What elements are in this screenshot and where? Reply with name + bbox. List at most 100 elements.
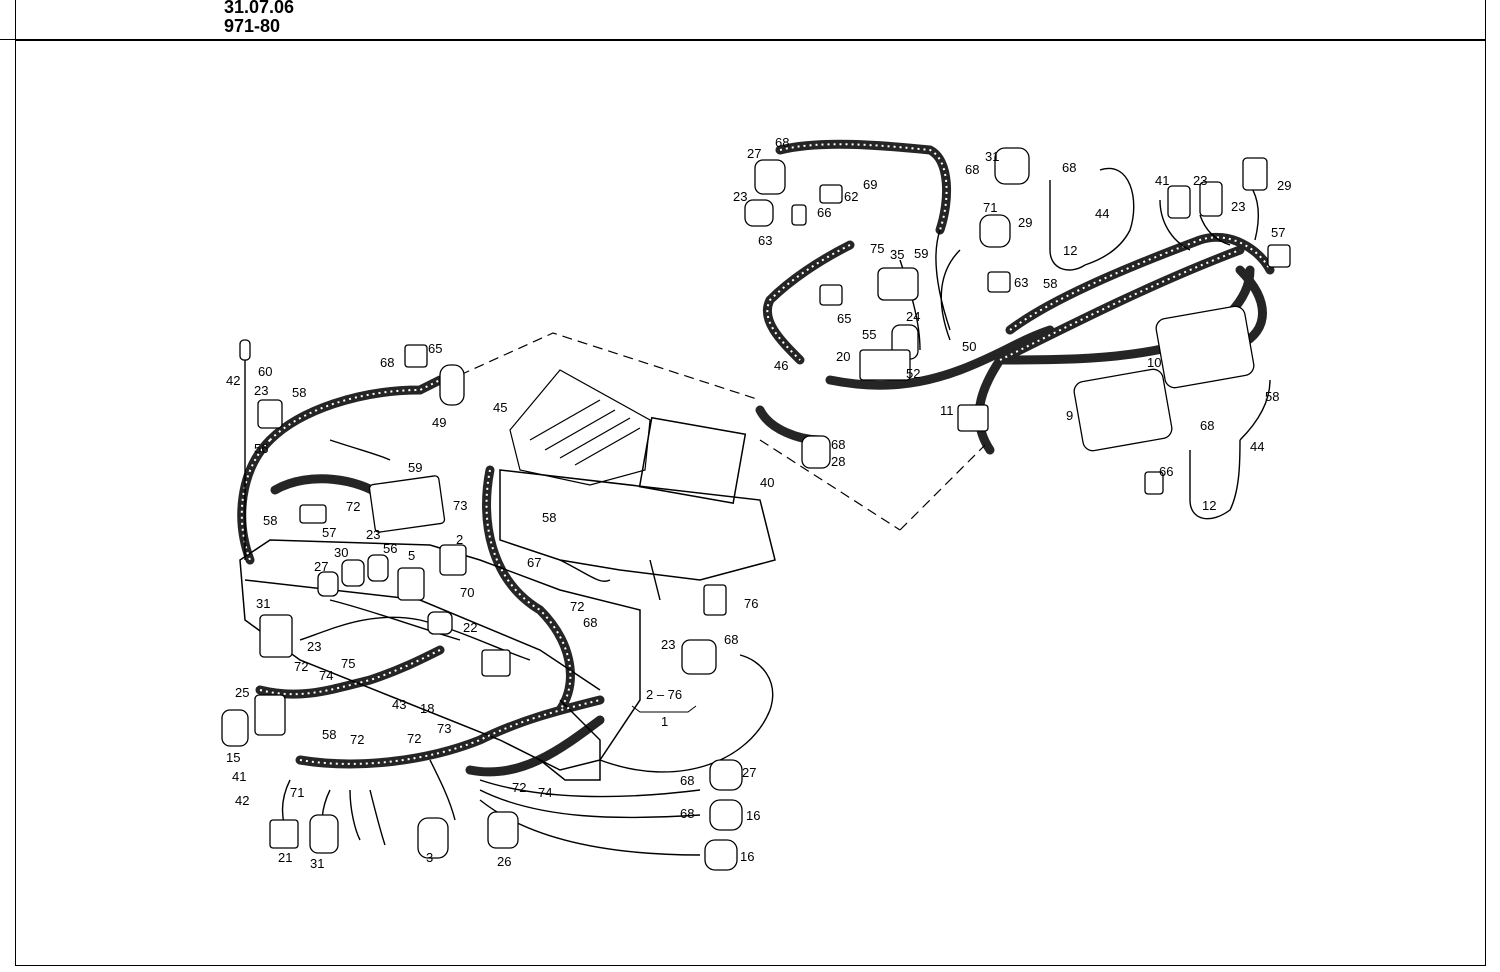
callout: 15 <box>226 750 240 765</box>
callout: 68 <box>724 632 738 647</box>
callout: 31 <box>310 856 324 871</box>
callout: 58 <box>1265 389 1279 404</box>
callout: 10 <box>1147 355 1161 370</box>
header-code: 971-80 <box>224 16 281 36</box>
callout: 68 <box>831 437 845 452</box>
callout: 71 <box>290 785 304 800</box>
callout: 42 <box>226 373 240 388</box>
callout: 71 <box>983 200 997 215</box>
callout: 68 <box>1062 160 1076 175</box>
callout: 46 <box>774 358 788 373</box>
callout: 41 <box>1155 173 1169 188</box>
callout: 67 <box>527 555 541 570</box>
callout: 60 <box>258 364 272 379</box>
callout: 28 <box>831 454 845 469</box>
callout: 22 <box>463 620 477 635</box>
callout: 65 <box>428 341 442 356</box>
callout: 75 <box>341 656 355 671</box>
part-range-marker: 2 – 76 1 <box>631 687 697 729</box>
callout: 72 <box>350 732 364 747</box>
callout: 23 <box>661 637 675 652</box>
callout: 44 <box>1095 206 1109 221</box>
callout: 73 <box>437 721 451 736</box>
callout: 20 <box>836 349 850 364</box>
callout: 58 <box>322 727 336 742</box>
callout: 76 <box>744 596 758 611</box>
header-divider <box>0 39 1486 40</box>
callout: 45 <box>493 400 507 415</box>
callout: 62 <box>844 189 858 204</box>
callout: 58 <box>292 385 306 400</box>
callout: 58 <box>263 513 277 528</box>
callout: 44 <box>1250 439 1264 454</box>
callout: 23 <box>1193 173 1207 188</box>
callout: 49 <box>432 415 446 430</box>
callout: 59 <box>408 460 422 475</box>
callout: 55 <box>862 327 876 342</box>
callout: 23 <box>254 383 268 398</box>
frame-right-edge <box>1485 0 1486 40</box>
callout: 3 <box>426 850 433 865</box>
callout: 29 <box>1277 178 1291 193</box>
wires-right <box>899 167 1271 520</box>
callout: 68 <box>965 162 979 177</box>
callout: 68 <box>680 806 694 821</box>
callout: 2 <box>456 532 463 547</box>
callout: 30 <box>334 545 348 560</box>
callout: 29 <box>1018 215 1032 230</box>
callout: 31 <box>256 596 270 611</box>
callout: 31 <box>985 149 999 164</box>
callout: 65 <box>837 311 851 326</box>
callout: 68 <box>775 135 789 150</box>
callout: 68 <box>583 615 597 630</box>
callouts-left: 42 60 23 58 68 65 56 49 45 59 72 58 57 2… <box>226 341 774 871</box>
callout: 57 <box>322 525 336 540</box>
callout: 27 <box>747 146 761 161</box>
callout: 12 <box>1202 498 1216 513</box>
callout: 35 <box>890 247 904 262</box>
callout: 58 <box>1043 276 1057 291</box>
callout: 21 <box>278 850 292 865</box>
callout: 5 <box>408 548 415 563</box>
callout: 23 <box>1231 199 1245 214</box>
callout: 70 <box>460 585 474 600</box>
callout: 9 <box>1066 408 1073 423</box>
callout: 59 <box>914 246 928 261</box>
callout: 27 <box>314 559 328 574</box>
connectors-left <box>221 339 743 871</box>
callout: 23 <box>366 527 380 542</box>
callout: 74 <box>538 785 552 800</box>
callout: 56 <box>383 541 397 556</box>
drawing-frame <box>15 40 1486 966</box>
callout: 43 <box>392 697 406 712</box>
callout: 68 <box>380 355 394 370</box>
callout: 16 <box>746 808 760 823</box>
frame-left-edge <box>15 0 16 40</box>
dashed-outline <box>459 332 986 531</box>
callout: 41 <box>232 769 246 784</box>
range-label: 2 – 76 <box>646 687 682 702</box>
callout: 16 <box>740 849 754 864</box>
callout: 72 <box>294 659 308 674</box>
callout: 68 <box>1200 418 1214 433</box>
callout: 58 <box>542 510 556 525</box>
callout: 72 <box>512 780 526 795</box>
callout: 72 <box>570 599 584 614</box>
relay-cluster <box>509 369 651 486</box>
range-sub: 1 <box>661 714 668 729</box>
callout: 23 <box>733 189 747 204</box>
callout: 11 <box>940 403 954 418</box>
callout: 42 <box>235 793 249 808</box>
callout: 56 <box>254 441 268 456</box>
callout: 57 <box>1271 225 1285 240</box>
callout: 24 <box>906 309 920 324</box>
callout: 26 <box>497 854 511 869</box>
page-header: 31.07.06 971-80 <box>0 0 1500 40</box>
callout: 73 <box>453 498 467 513</box>
callout: 66 <box>817 205 831 220</box>
callout: 74 <box>319 668 333 683</box>
callouts-right: 68 27 23 62 66 69 68 31 71 68 44 41 23 2… <box>733 135 1291 513</box>
callout: 66 <box>1159 464 1173 479</box>
callout: 40 <box>760 475 774 490</box>
callout: 63 <box>1014 275 1028 290</box>
